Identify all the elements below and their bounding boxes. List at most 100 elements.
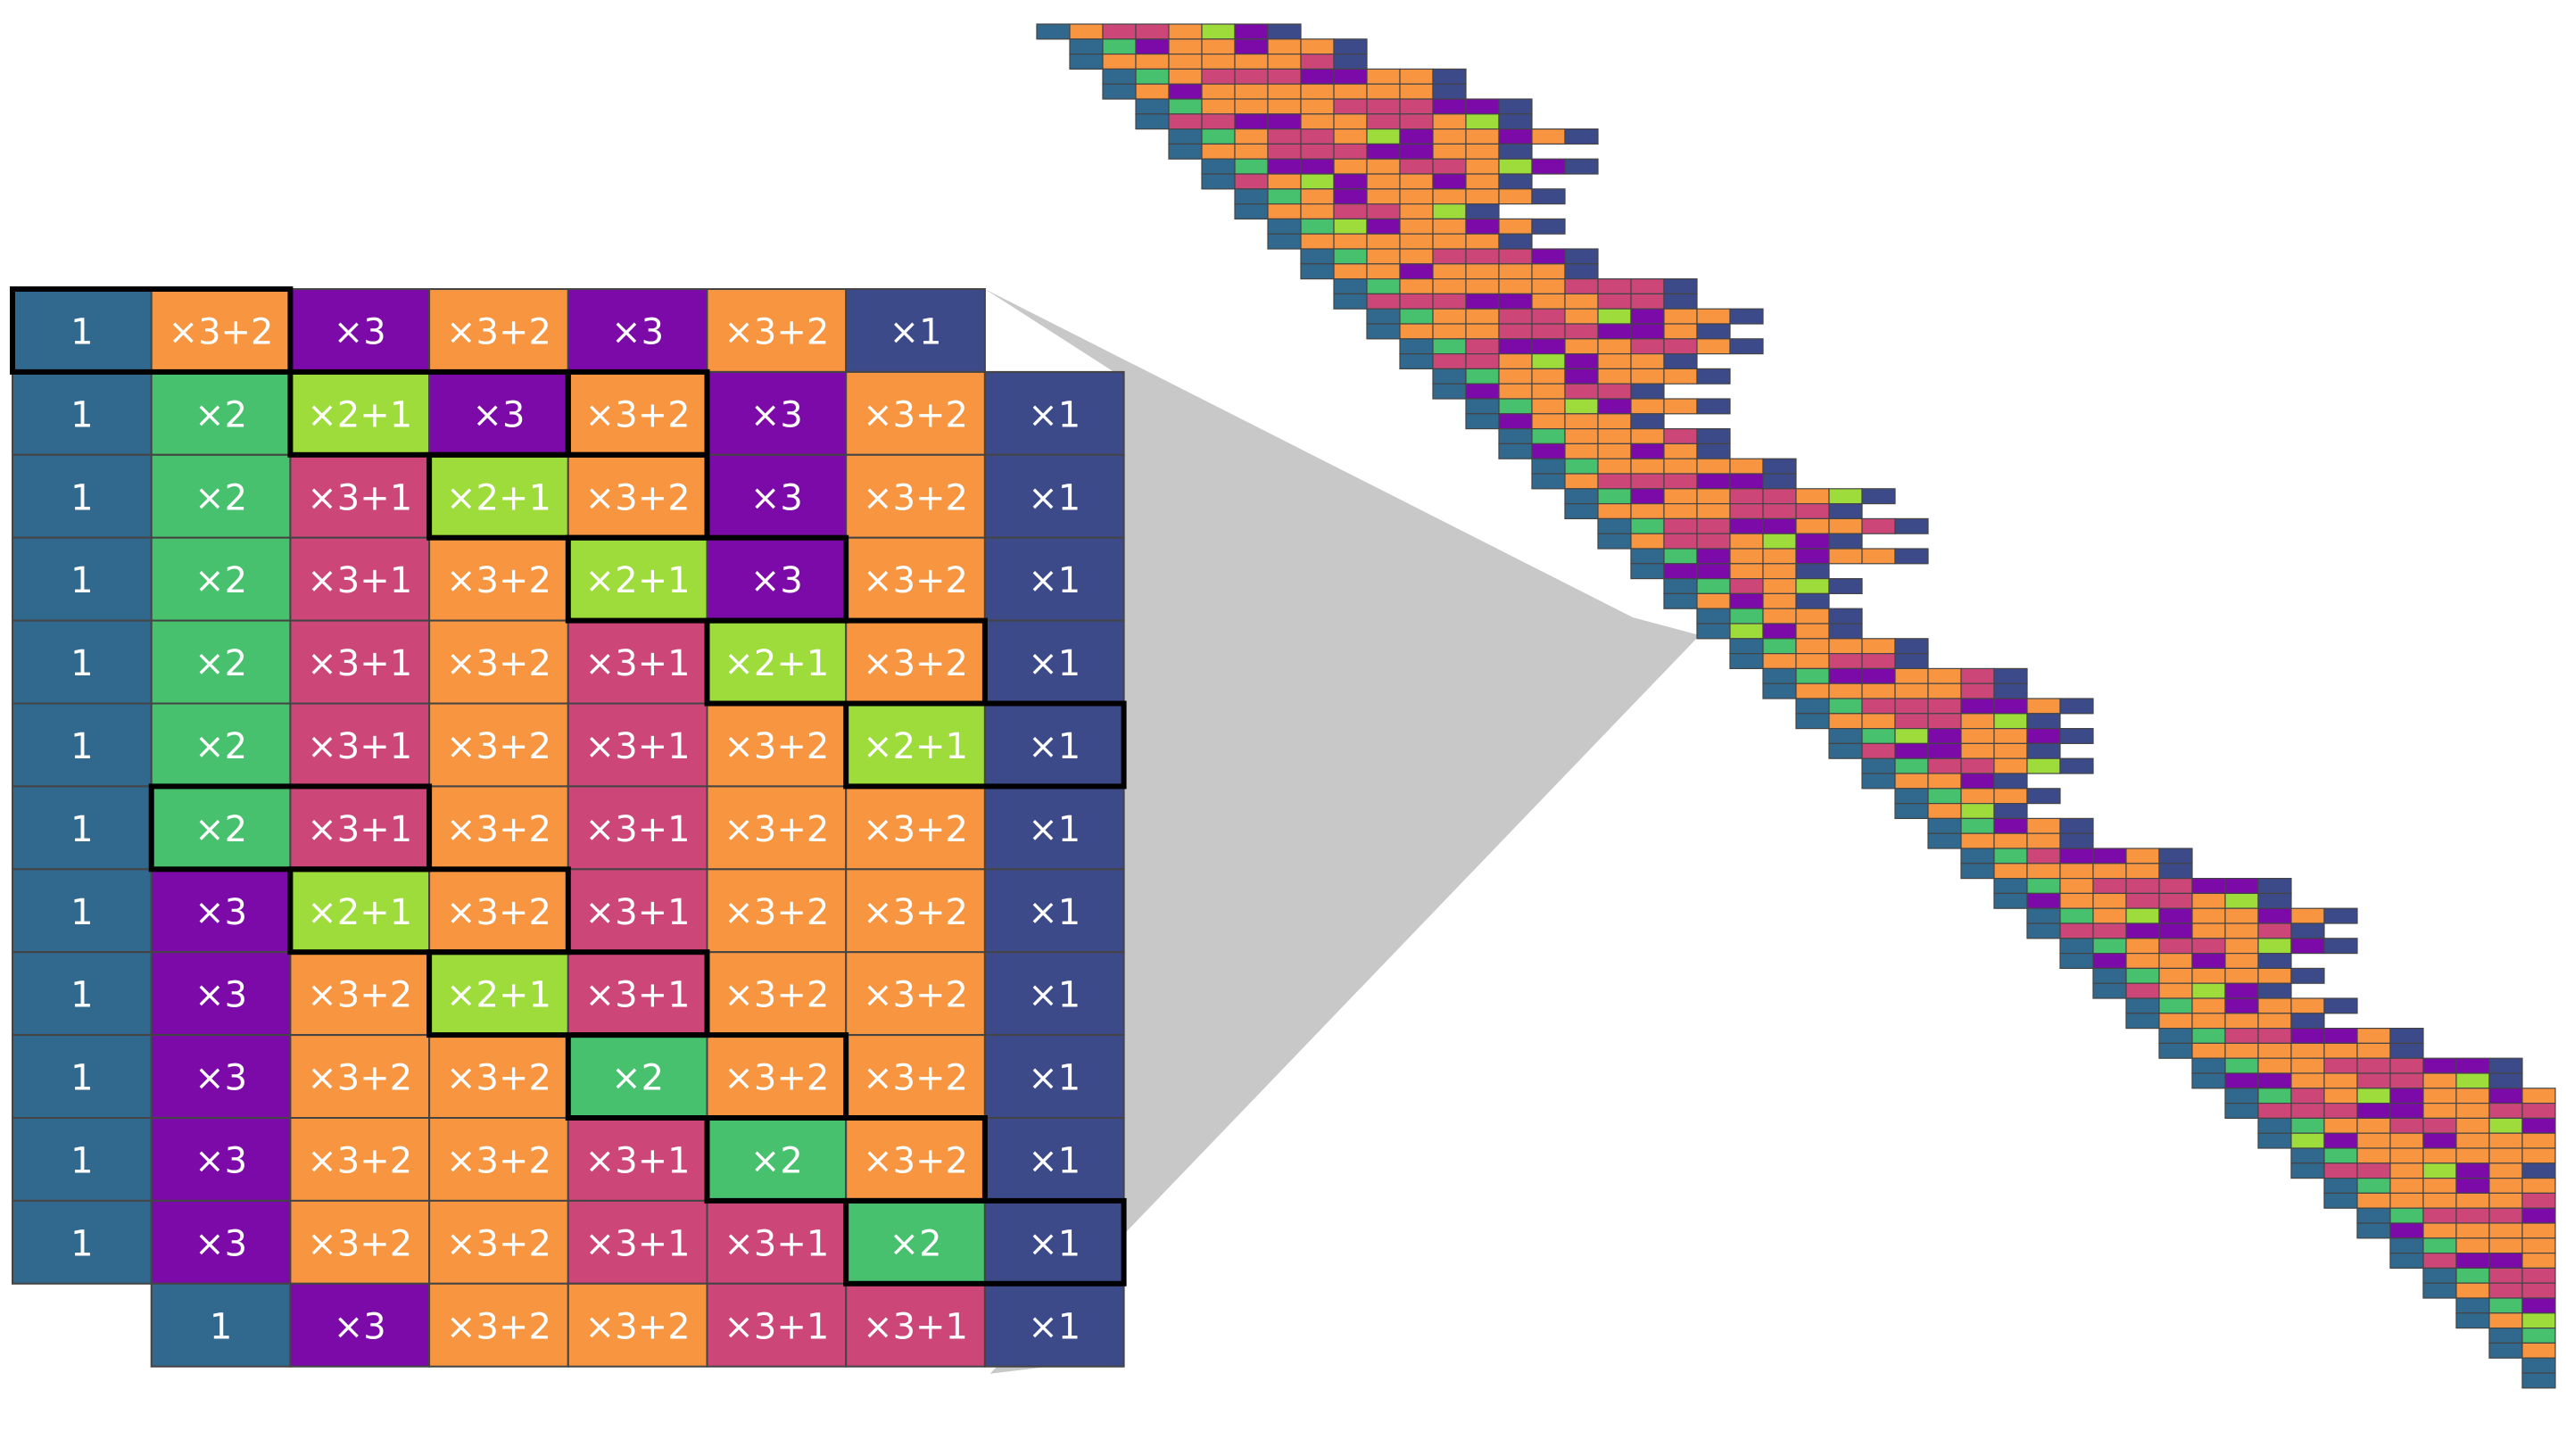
staircase-cell	[2224, 1102, 2259, 1119]
staircase-cell	[1333, 83, 1368, 100]
staircase-cell	[1432, 98, 1467, 115]
staircase-cell	[2158, 863, 2193, 880]
zoom-cell: ×3	[150, 868, 292, 954]
staircase-cell	[1597, 278, 1632, 295]
staircase-cell	[2455, 1132, 2490, 1149]
zoom-cell-label: ×3+1	[724, 1223, 829, 1264]
staircase-cell	[2092, 892, 2127, 909]
staircase-cell	[1234, 23, 1269, 40]
staircase-cell	[1300, 38, 1335, 55]
zoom-cell-label: ×3+1	[863, 1306, 968, 1347]
staircase-cell	[2290, 1132, 2325, 1149]
zoom-cell-label: ×3+2	[446, 1058, 551, 1099]
staircase-cell	[1465, 158, 1500, 175]
staircase-cell	[2521, 1207, 2556, 1224]
staircase-cell	[1465, 293, 1500, 310]
staircase-cell	[2323, 1192, 2358, 1209]
zoom-cell-label: ×2+1	[585, 560, 691, 601]
staircase-cell	[1960, 863, 1995, 880]
staircase-cell	[2257, 1042, 2292, 1059]
staircase-cell	[1168, 53, 1203, 70]
staircase-cell	[2455, 1237, 2490, 1254]
staircase-cell	[1630, 368, 1665, 385]
staircase-cell	[2290, 997, 2325, 1014]
staircase-cell	[1531, 473, 1566, 490]
staircase-cell	[1168, 23, 1203, 40]
zoom-cell: ×3+2	[706, 785, 848, 871]
staircase-cell	[1993, 757, 2028, 774]
staircase-cell	[1894, 698, 1929, 715]
staircase-cell	[1960, 667, 1995, 684]
staircase-cell	[1465, 353, 1500, 370]
staircase-cell	[2224, 877, 2259, 894]
staircase-cell	[1432, 368, 1467, 385]
zoom-cell: ×3+2	[706, 702, 848, 788]
zoom-cell: ×2+1	[428, 453, 569, 539]
staircase-cell	[1894, 742, 1929, 759]
zoom-cell: ×3+1	[567, 1117, 708, 1202]
staircase-cell	[1927, 817, 1962, 834]
staircase-cell	[1399, 278, 1434, 295]
staircase-cell	[1729, 458, 1764, 475]
staircase-cell	[1465, 383, 1500, 400]
staircase-cell	[1597, 488, 1632, 505]
staircase-cell	[2257, 892, 2292, 909]
staircase-cell	[1564, 128, 1599, 145]
staircase-cell	[1201, 113, 1236, 130]
staircase-cell	[1762, 682, 1797, 699]
staircase-cell	[2191, 1027, 2226, 1044]
zoom-cell: ×3+1	[289, 453, 431, 539]
staircase-cell	[1333, 173, 1368, 190]
zoom-wedge	[984, 289, 1700, 1374]
zoom-cell-label: ×1	[1028, 560, 1080, 601]
staircase-cell	[2488, 1147, 2523, 1164]
zoom-cell-label: ×3+2	[724, 809, 829, 850]
staircase-cell	[1498, 368, 1533, 385]
staircase-cell	[1234, 83, 1269, 100]
staircase-cell	[1894, 773, 1929, 790]
staircase-cell	[1366, 203, 1401, 220]
staircase-cell	[2092, 863, 2127, 880]
staircase-cell	[1135, 68, 1170, 85]
zoom-cell-label: ×1	[1028, 975, 1080, 1016]
staircase-cell	[1465, 263, 1500, 280]
zoom-cell-label: ×3	[195, 892, 247, 933]
staircase-cell	[1630, 533, 1665, 550]
zoom-cell-label: ×2	[890, 1223, 942, 1264]
staircase-cell	[2059, 863, 2094, 880]
staircase-cell	[2389, 1117, 2424, 1134]
staircase-cell	[2422, 1222, 2457, 1239]
zoom-cell-label: ×3+2	[307, 1140, 412, 1181]
staircase-cell	[2026, 848, 2061, 864]
zoom-cell: ×2+1	[706, 619, 848, 705]
staircase-cell	[1696, 398, 1731, 415]
staircase-cell	[1828, 548, 1863, 565]
zoom-cell-label: ×3+1	[585, 1223, 691, 1264]
staircase-cell	[1267, 203, 1302, 220]
zoom-cell: ×3+2	[150, 288, 292, 373]
staircase-cell	[1498, 218, 1533, 235]
staircase-cell	[1267, 143, 1302, 160]
staircase-cell	[2224, 892, 2259, 909]
zoom-cell: ×3+2	[845, 370, 986, 456]
zoom-cell: ×3+2	[845, 1117, 986, 1202]
staircase-cell	[1894, 667, 1929, 684]
staircase-cell	[2323, 1117, 2358, 1134]
zoom-cell-label: ×3+2	[307, 1223, 412, 1264]
staircase-cell	[2488, 1192, 2523, 1209]
staircase-cell	[1762, 517, 1797, 534]
staircase-cell	[2323, 907, 2358, 924]
staircase-cell	[1729, 308, 1764, 325]
staircase-cell	[1201, 23, 1236, 40]
staircase-cell	[1333, 158, 1368, 175]
staircase-cell	[1333, 278, 1368, 295]
zoom-cell-label: ×3+2	[446, 809, 551, 850]
staircase-cell	[2092, 907, 2127, 924]
staircase-cell	[2521, 1297, 2556, 1314]
zoom-cell: ×1	[983, 785, 1125, 871]
zoom-cell-label: ×3+2	[863, 643, 968, 684]
staircase-cell	[1432, 233, 1467, 250]
zoom-cell: ×1	[983, 619, 1125, 705]
staircase-cell	[1696, 458, 1731, 475]
staircase-cell	[1960, 727, 1995, 744]
